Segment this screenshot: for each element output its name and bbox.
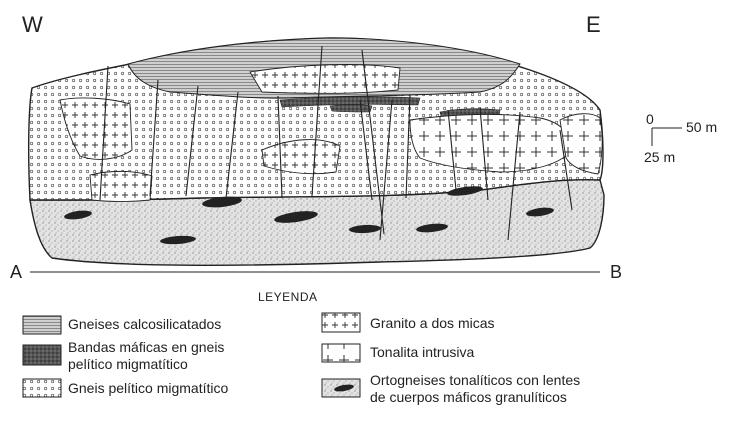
scale-horizontal-label: 50 m: [686, 119, 717, 135]
east-label: E: [586, 12, 601, 38]
legend-label-line: Ortogneises tonalíticos con lentes: [370, 372, 580, 389]
legend-label-two-mica-granite: Granito a dos micas: [370, 315, 495, 332]
legend-label-mafic-bands: Bandas máficas en gneis pelítico migmatí…: [68, 339, 224, 373]
granite-body: [90, 171, 152, 201]
legend-label-line: Bandas máficas en gneis: [68, 339, 224, 356]
legend-swatch-pelitic-gneiss: [23, 379, 61, 397]
legend-label-line: de cuerpos máficos granulíticos: [370, 389, 580, 406]
legend-label-calcsilicate: Gneises calcosilicatados: [68, 316, 221, 333]
scale-origin-label: 0: [646, 111, 654, 127]
legend-swatch-mafic-bands: [23, 345, 61, 365]
west-label: W: [22, 12, 43, 38]
legend-label-pelitic-gneiss: Gneis pelítico migmatítico: [68, 380, 228, 397]
scale-vertical-label: 25 m: [644, 149, 675, 165]
legend-title: LEYENDA: [258, 290, 318, 304]
legend-swatch-calcsilicate: [23, 316, 61, 334]
granite-body: [250, 65, 400, 94]
mafic-band: [330, 105, 372, 113]
legend-label-line: pelítico migmatítico: [68, 356, 224, 373]
scale-bar: [652, 128, 682, 146]
legend-label-tonalite: Tonalita intrusiva: [370, 344, 474, 361]
legend-swatch-two-mica-granite: [322, 313, 360, 332]
legend-swatch-tonalite: [322, 344, 360, 362]
section-start-label: A: [10, 262, 22, 283]
section-end-label: B: [610, 262, 622, 283]
legend-label-orthogneiss: Ortogneises tonalíticos con lentes de cu…: [370, 372, 580, 406]
